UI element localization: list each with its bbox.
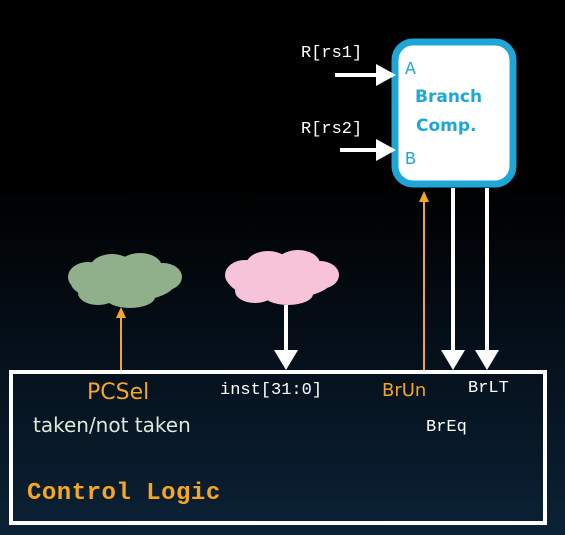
rs2-input-arrow: [340, 139, 396, 161]
pcsel-cloud: [68, 253, 182, 308]
pcsel-arrow: [116, 307, 126, 372]
inst-label: inst[31:0]: [220, 381, 323, 400]
inst-arrow: [274, 305, 298, 370]
pcsel-subtitle: taken/not taken: [33, 413, 191, 437]
inst-cloud: [225, 250, 339, 305]
breq-output-arrow: [441, 188, 465, 370]
breq-label: BrEq: [426, 418, 467, 437]
rs1-label: R[rs1]: [301, 44, 363, 63]
control-logic-box: [9, 370, 547, 525]
brlt-label: BrLT: [468, 379, 509, 398]
brun-label: BrUn: [382, 380, 427, 401]
brun-arrow: [419, 191, 429, 372]
comparator-title-line2: Comp.: [416, 116, 477, 136]
port-b-label: B: [405, 150, 416, 170]
brlt-output-arrow: [475, 188, 499, 370]
comparator-title-line1: Branch: [415, 87, 483, 107]
pcsel-label: PCSel: [87, 380, 150, 405]
rs1-input-arrow: [335, 64, 396, 86]
rs2-label: R[rs2]: [301, 120, 363, 139]
control-logic-title: Control Logic: [27, 480, 221, 507]
port-a-label: A: [405, 60, 416, 80]
branch-comparator-box: [391, 38, 517, 188]
